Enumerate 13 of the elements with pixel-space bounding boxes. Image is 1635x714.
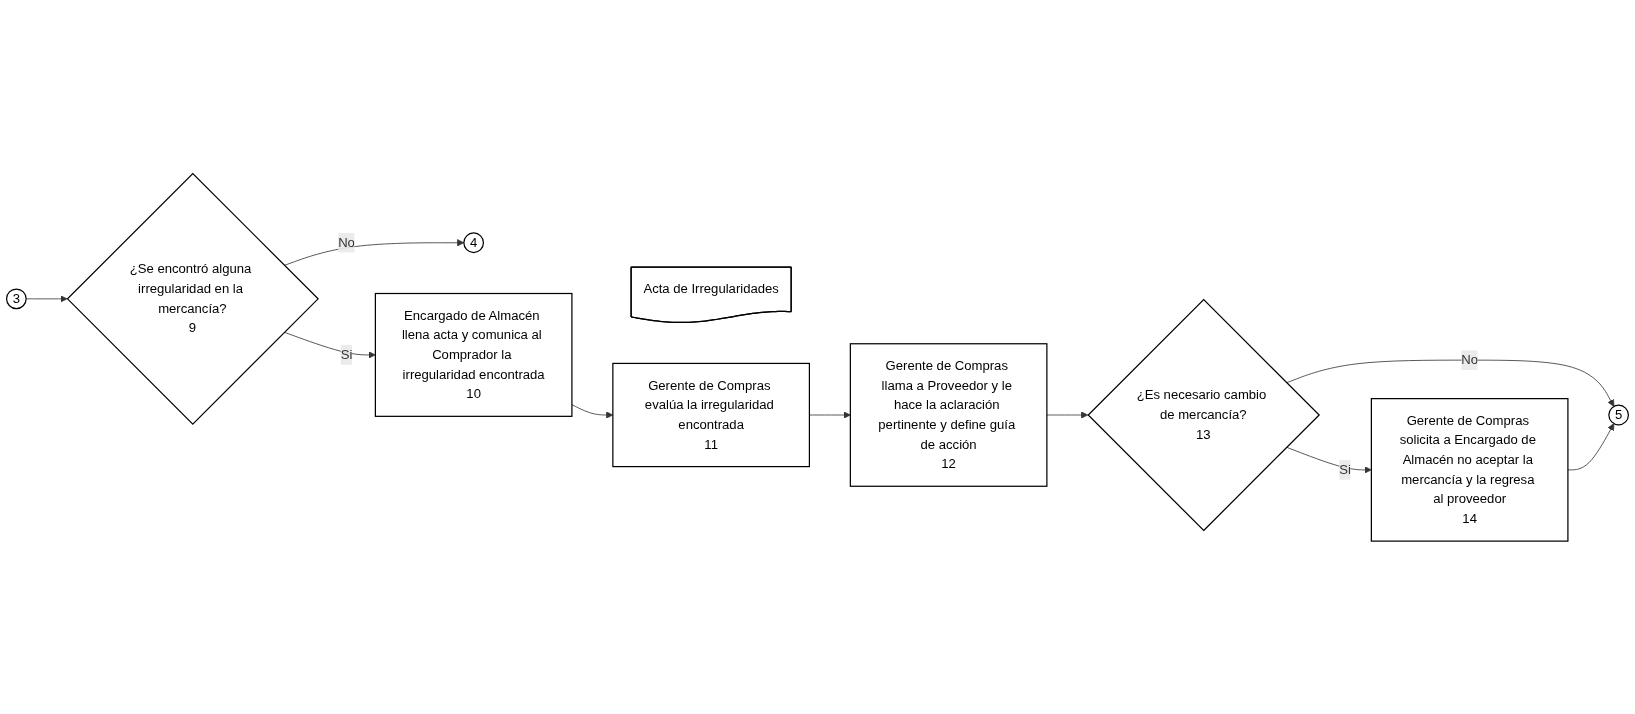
edge-label: No: [1461, 352, 1479, 367]
edge-label: Si: [340, 347, 353, 362]
edge-label: No: [338, 235, 355, 249]
node-box: Encargado de Almacén llena acta y comunica al Comprador la irregularidad encontrada 10: [374, 292, 573, 417]
node-box: Gerente de Compras evalúa la irregularidad encontrada 11: [612, 362, 810, 467]
node-circle: 5: [1608, 404, 1630, 426]
node-diamond: ¿Se encontró alguna irregularidad en la mercancía? 9: [66, 172, 319, 425]
edge-label: Si: [1339, 462, 1351, 477]
node-circle: 3: [5, 288, 27, 309]
node-box: Gerente de Compras solicita a Encargado de Almacén no aceptar la mercancía y la regresa al proveedor 14: [1370, 397, 1569, 542]
node-box: Gerente de Compras llama a Proveedor y le hace la aclaración pertinente y define guía de acción 12: [849, 342, 1048, 487]
node-circle: 4: [463, 232, 485, 253]
node-diamond: ¿Es necesario cambio de mercancía? 13: [1087, 298, 1321, 531]
